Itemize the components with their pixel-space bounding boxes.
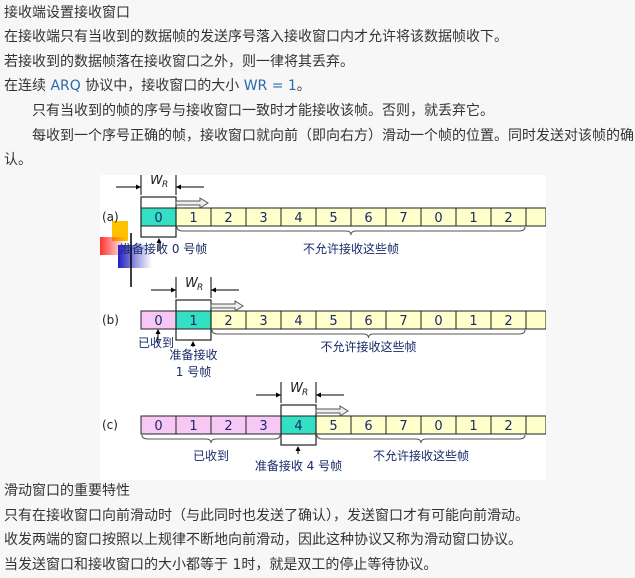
slide-right-arrow <box>210 300 244 312</box>
receive-window <box>175 299 212 341</box>
received-label: 已收到 <box>138 336 174 350</box>
window-size-label: W <box>150 175 164 188</box>
row-tag: (c) <box>102 418 118 432</box>
pointer-arrowhead <box>190 341 196 346</box>
frame-number: 0 <box>154 419 162 434</box>
frame-number: 2 <box>504 419 512 434</box>
dimension-arrowhead <box>316 392 321 398</box>
reject-label: 不允许接收这些帧 <box>303 241 399 256</box>
frame-number: 7 <box>399 419 407 434</box>
section-heading: 接收端设置接收窗口 <box>4 5 130 21</box>
frame-number: 2 <box>224 314 232 329</box>
logo-yellow-square <box>112 221 128 241</box>
frame-number: 0 <box>434 211 442 226</box>
paragraph-line: 只有在接收窗口向前滑动时（与此同时也发送了确认），发送窗口才有可能向前滑动。 <box>4 508 529 524</box>
paragraph-line: 在连续 ARQ 协议中，接收窗口的大小 WR = 1。 <box>4 76 311 96</box>
ready-label: 准备接收 <box>169 347 217 362</box>
receive-window <box>280 404 317 446</box>
paragraph-line: 在接收端只有当收到的数据帧的发送序号落入接收窗口内才允许将该数据帧收下。 <box>4 29 508 45</box>
ready-label-line2: 1 号帧 <box>176 365 211 379</box>
dimension-arrowhead <box>171 287 176 293</box>
frame-number: 1 <box>469 314 477 329</box>
frame-number: 2 <box>504 211 512 226</box>
frame-cell <box>525 415 547 435</box>
text: 在连续 <box>4 78 51 94</box>
brace <box>141 434 281 444</box>
reject-label: 不允许接收这些帧 <box>373 448 469 463</box>
slide-right-arrow <box>315 405 349 417</box>
pointer-arrowhead <box>295 446 301 451</box>
frame-number: 7 <box>399 314 407 329</box>
dimension-arrowhead <box>211 287 216 293</box>
frame-cell <box>525 310 547 330</box>
row-tag: (a) <box>102 210 119 224</box>
frame-number: 1 <box>189 211 197 226</box>
paragraph-line: 当发送窗口和接收窗口的大小都等于 1时，就是双工的停止等待协议。 <box>4 557 438 573</box>
frame-number: 3 <box>259 419 267 434</box>
frame-number: 5 <box>329 314 337 329</box>
frame-cell <box>525 207 547 227</box>
frame-number: 3 <box>259 314 267 329</box>
window-size-label: W <box>290 381 304 396</box>
frame-number: 7 <box>399 211 407 226</box>
ready-label: 准备接收 4 号帧 <box>255 458 342 473</box>
arq-term: ARQ <box>50 78 81 94</box>
frame-number: 1 <box>189 314 197 329</box>
frame-number: 4 <box>294 211 302 226</box>
frame-number: 0 <box>154 211 162 226</box>
frame-number: 2 <box>224 419 232 434</box>
frame-number: 1 <box>469 419 477 434</box>
paragraph-line: 只有当收到的帧的序号与接收窗口一致时才能接收该帧。否则，就丢弃它。 <box>32 103 494 119</box>
window-size-subscript: R <box>162 180 168 190</box>
paragraph-line: 若接收到的数据帧落在接收窗口之外，则一律将其丢弃。 <box>4 54 354 70</box>
logo-blue-square <box>118 245 152 268</box>
text: 。 <box>296 78 311 94</box>
paragraph-line: 每收到一个序号正确的帧，接收窗口就向前（即向右方）滑动一个帧的位置。同时发送对该… <box>32 128 634 144</box>
window-size-subscript: R <box>302 388 308 398</box>
frame-number: 1 <box>189 419 197 434</box>
frame-number: 6 <box>364 314 372 329</box>
frame-number: 0 <box>434 419 442 434</box>
frame-number: 3 <box>259 211 267 226</box>
dimension-arrowhead <box>276 392 281 398</box>
pointer-arrowhead <box>155 329 161 334</box>
frame-number: 6 <box>364 211 372 226</box>
frame-number: 4 <box>294 419 302 434</box>
frame-number: 0 <box>434 314 442 329</box>
row-tag: (b) <box>102 313 119 327</box>
frame-number: 5 <box>329 419 337 434</box>
window-size-label: W <box>185 276 199 291</box>
text: 协议中，接收窗口的大小 <box>80 78 244 94</box>
wr-term: WR = 1 <box>243 78 297 94</box>
paragraph-line: 收发两端的窗口按照以上规律不断地向前滑动，因此这种协议又称为滑动窗口协议。 <box>4 532 522 548</box>
frame-number: 5 <box>329 211 337 226</box>
receive-window <box>140 196 177 238</box>
brace <box>316 434 526 444</box>
frame-number: 1 <box>469 211 477 226</box>
pointer-arrowhead <box>156 238 162 243</box>
slide-right-arrow <box>175 197 209 209</box>
ready-label: 准备接收 0 号帧 <box>120 241 207 256</box>
paragraph-line: 认。 <box>4 152 32 168</box>
received-label: 已收到 <box>193 449 229 463</box>
frame-number: 2 <box>504 314 512 329</box>
frame-number: 0 <box>154 314 162 329</box>
dimension-arrowhead <box>136 184 141 190</box>
brace <box>176 226 526 236</box>
frame-number: 6 <box>364 419 372 434</box>
reject-label: 不允许接收这些帧 <box>320 339 416 354</box>
frame-number: 4 <box>294 314 302 329</box>
brace <box>211 329 526 339</box>
window-size-subscript: R <box>197 283 203 293</box>
section-heading: 滑动窗口的重要特性 <box>4 483 130 499</box>
frame-number: 2 <box>224 211 232 226</box>
dimension-arrowhead <box>176 184 181 190</box>
